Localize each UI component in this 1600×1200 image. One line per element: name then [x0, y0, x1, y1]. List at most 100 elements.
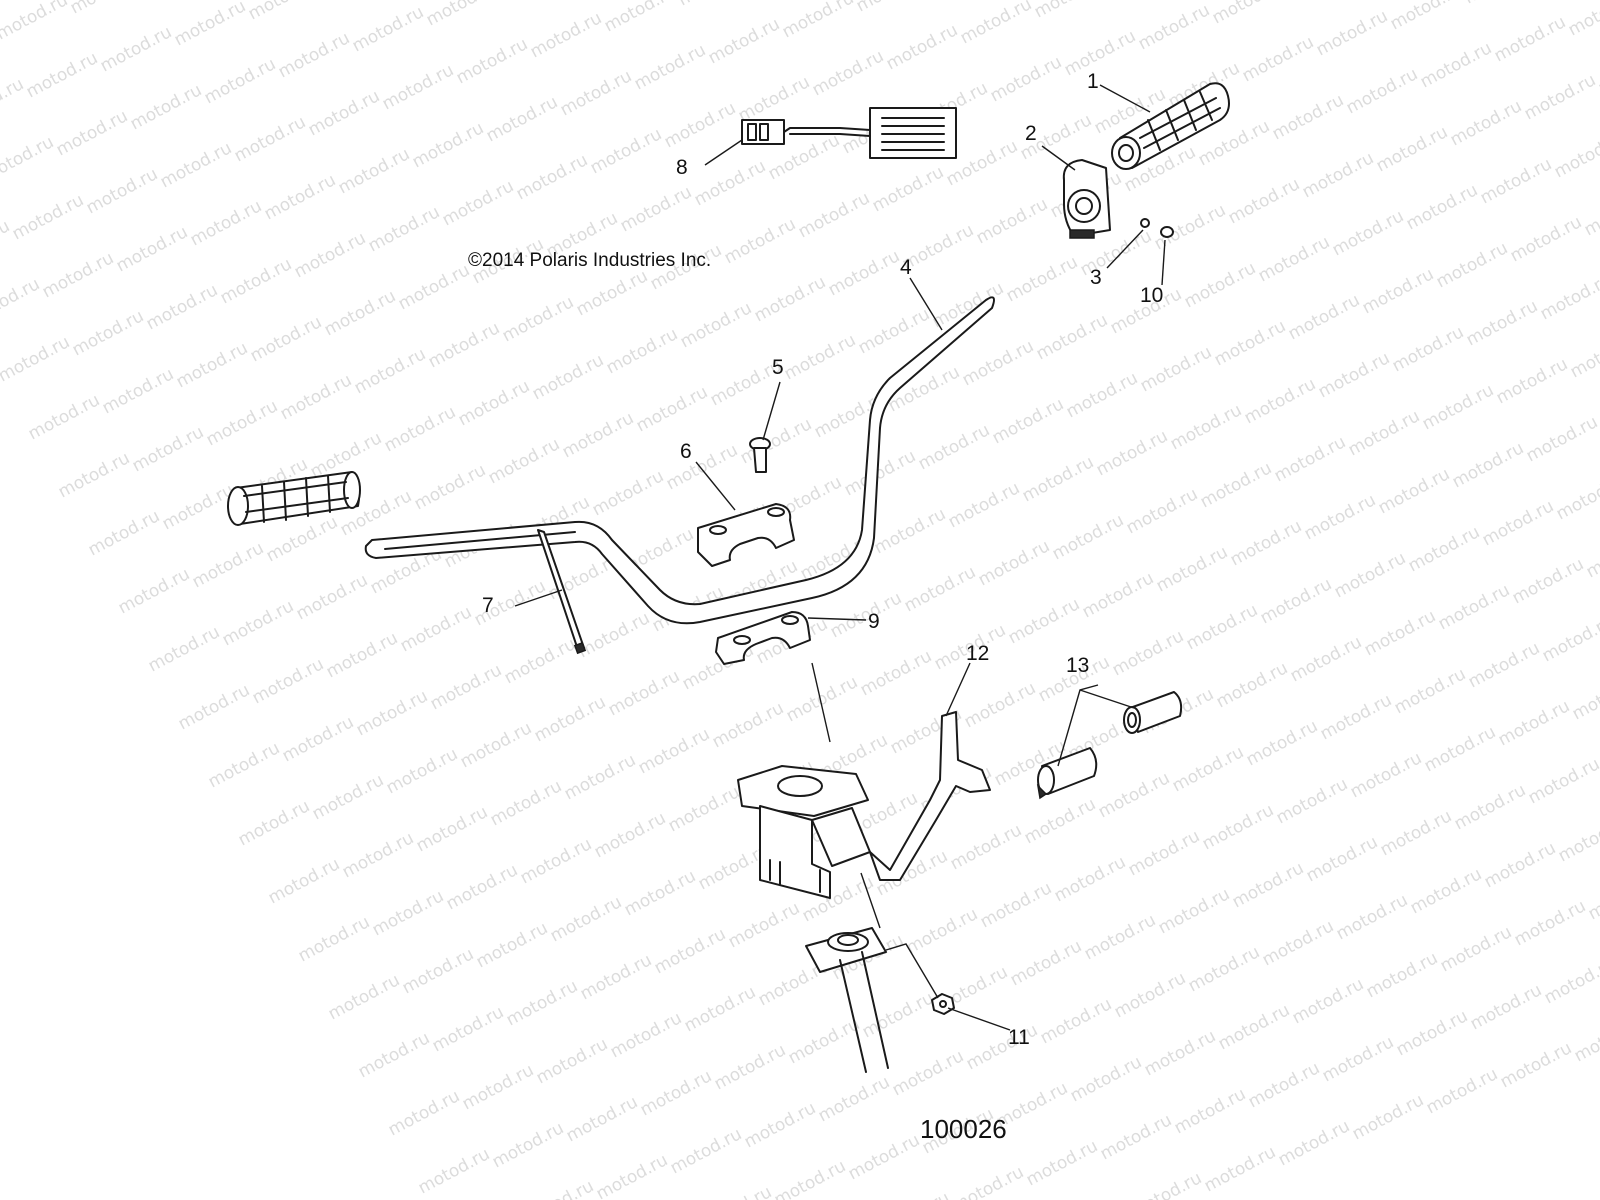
watermark-text: motod.ru [1093, 426, 1171, 480]
watermark-text: motod.ru [903, 904, 981, 958]
watermark-text: motod.ru [425, 318, 503, 372]
watermark-text: motod.ru [0, 274, 43, 328]
watermark-text: motod.ru [781, 330, 859, 384]
watermark-text: motod.ru [25, 390, 103, 444]
watermark-text: motod.ru [1507, 212, 1585, 266]
watermark-text: motod.ru [1269, 90, 1347, 144]
watermark-text: motod.ru [1419, 380, 1497, 434]
watermark-text: motod.ru [503, 976, 581, 1030]
watermark-text: motod.ru [429, 1002, 507, 1056]
watermark-text: motod.ru [1155, 884, 1233, 938]
copyright-notice: ©2014 Polaris Industries Inc. [468, 250, 711, 271]
watermark-text: motod.ru [751, 272, 829, 326]
watermark-text: motod.ru [1541, 954, 1600, 1008]
watermark-text: motod.ru [1373, 122, 1451, 176]
watermark-text: motod.ru [23, 48, 101, 102]
watermark-text: motod.ru [845, 1130, 923, 1184]
watermark-text: motod.ru [1067, 1052, 1145, 1106]
callout-labels: 1 2 3 4 5 6 7 8 9 10 11 12 13 [482, 70, 1163, 1049]
watermark-text: motod.ru [53, 106, 131, 160]
watermark-text: motod.ru [1363, 948, 1441, 1002]
watermark-text: motod.ru [1049, 510, 1127, 564]
callout-11: 11 [1008, 1026, 1030, 1049]
watermark-text: motod.ru [1435, 580, 1513, 634]
watermark-text: motod.ru [335, 144, 413, 198]
watermark-text: motod.ru [279, 712, 357, 766]
watermark-text: motod.ru [1167, 400, 1245, 454]
watermark-text: motod.ru [1289, 974, 1367, 1028]
watermark-text: motod.ru [557, 66, 635, 120]
watermark-text: motod.ru [889, 1046, 967, 1100]
watermark-text: motod.ru [1331, 548, 1409, 602]
watermark-text: motod.ru [439, 176, 517, 230]
watermark-text: motod.ru [601, 0, 679, 36]
watermark-text: motod.ru [561, 750, 639, 804]
watermark-text: motod.ru [1255, 232, 1333, 286]
watermark-text: motod.ru [783, 672, 861, 726]
steering-column-part [805, 927, 889, 1073]
watermark-text: motod.ru [1389, 322, 1467, 376]
watermark-text: motod.ru [1021, 794, 1099, 848]
watermark-text: motod.ru [189, 538, 267, 592]
watermark-text: motod.ru [1227, 516, 1305, 570]
watermark-text: motod.ru [975, 536, 1053, 590]
watermark-text: motod.ru [497, 0, 575, 4]
callout-7: 7 [482, 594, 494, 617]
watermark-text: motod.ru [1317, 690, 1395, 744]
watermark-text: motod.ru [173, 338, 251, 392]
watermark-text: motod.ru [97, 22, 175, 76]
watermark-text: motod.ru [501, 634, 579, 688]
watermark-text: motod.ru [517, 834, 595, 888]
watermark-text: motod.ru [1275, 1116, 1353, 1170]
watermark-text: motod.ru [409, 118, 487, 172]
leader-lines [514, 84, 1166, 1031]
watermark-text: motod.ru [275, 28, 353, 82]
watermark-text: motod.ru [1127, 1168, 1205, 1200]
watermark-text: motod.ru [1393, 1006, 1471, 1060]
watermark-text: motod.ru [1215, 1000, 1293, 1054]
watermark-text: motod.ru [353, 686, 431, 740]
watermark-text: motod.ru [291, 228, 369, 282]
watermark-text: motod.ru [1333, 890, 1411, 944]
watermark-text: motod.ru [1539, 612, 1600, 666]
watermark-text: motod.ru [633, 382, 711, 436]
watermark-text: motod.ru [1033, 310, 1111, 364]
watermark-text: motod.ru [741, 1098, 819, 1152]
watermark-text: motod.ru [1463, 296, 1541, 350]
watermark-text: motod.ru [411, 460, 489, 514]
watermark-text: motod.ru [771, 1156, 849, 1200]
watermark-text: motod.ru [1141, 1026, 1219, 1080]
watermark-text: motod.ru [99, 364, 177, 418]
watermark-text: motod.ru [869, 162, 947, 216]
watermark-text: motod.ru [607, 1008, 685, 1062]
upper-clamp-part [697, 503, 795, 567]
watermark-text: motod.ru [261, 170, 339, 224]
watermark-text: motod.ru [1109, 626, 1187, 680]
watermark-text: motod.ru [129, 422, 207, 476]
watermark-text: motod.ru [1299, 148, 1377, 202]
watermark-text: motod.ru [325, 970, 403, 1024]
watermark-text: motod.ru [175, 680, 253, 734]
screw-part-3 [1140, 218, 1150, 228]
watermark-text: motod.ru [423, 0, 501, 30]
watermark-text: motod.ru [617, 182, 695, 236]
watermark-text: motod.ru [1181, 258, 1259, 312]
watermark-text: motod.ru [483, 92, 561, 146]
left-grip-part [227, 471, 361, 526]
watermark-text: motod.ru [1171, 1084, 1249, 1138]
watermark-text: motod.ru [637, 1066, 715, 1120]
watermark-text: motod.ru [591, 808, 669, 862]
watermark-text: motod.ru [1135, 0, 1213, 54]
callout-12: 12 [966, 642, 989, 665]
watermark-text: motod.ru [1007, 936, 1085, 990]
watermark-text: motod.ru [1319, 1032, 1397, 1086]
nut-part [931, 993, 955, 1015]
watermark-text: motod.ru [661, 98, 739, 152]
watermark-text: motod.ru [1509, 554, 1587, 608]
plug-part-10 [1160, 226, 1174, 238]
watermark-text: motod.ru [1377, 806, 1455, 860]
watermark-text: motod.ru [1313, 6, 1391, 60]
right-grip-part [1111, 82, 1230, 170]
bracket-12-part [869, 711, 991, 881]
watermark-text: motod.ru [605, 666, 683, 720]
